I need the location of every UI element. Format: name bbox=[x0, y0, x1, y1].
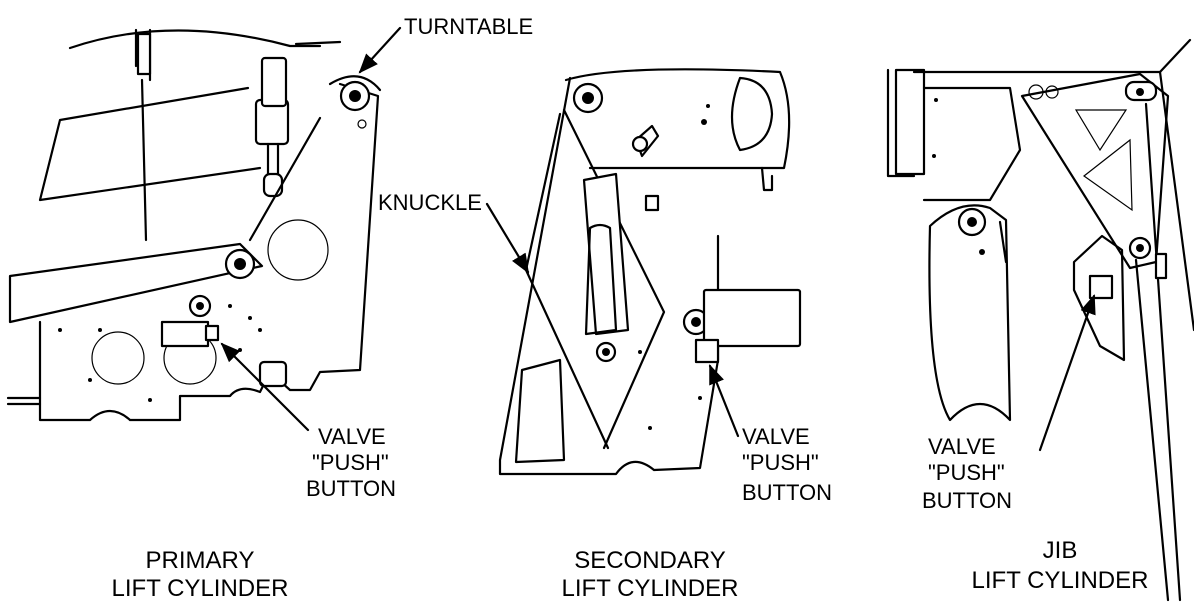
secondary-valve-label-line2: "PUSH" bbox=[742, 450, 819, 475]
primary-caption-line1: PRIMARY bbox=[146, 547, 255, 574]
turntable-callout: TURNTABLE bbox=[358, 14, 533, 74]
secondary-valve-callout: VALVE "PUSH" BUTTON bbox=[708, 364, 832, 505]
knuckle-callout: KNUCKLE bbox=[378, 190, 530, 274]
knuckle-label: KNUCKLE bbox=[378, 190, 482, 215]
secondary-valve-label-line1: VALVE bbox=[742, 424, 810, 449]
primary-caption: PRIMARY LIFT CYLINDER bbox=[112, 547, 289, 602]
primary-valve-callout: VALVE "PUSH" BUTTON bbox=[220, 342, 396, 501]
jib-caption-line2: LIFT CYLINDER bbox=[972, 567, 1149, 594]
secondary-valve-label-line3: BUTTON bbox=[742, 480, 832, 505]
secondary-caption-line1: SECONDARY bbox=[574, 547, 726, 574]
secondary-caption: SECONDARY LIFT CYLINDER bbox=[562, 547, 739, 602]
jib-valve-callout: VALVE "PUSH" BUTTON bbox=[922, 294, 1096, 513]
primary-valve-label-line1: VALVE bbox=[318, 424, 386, 449]
jib-panel-drawing bbox=[886, 38, 1194, 602]
jib-valve-label-line3: BUTTON bbox=[922, 488, 1012, 513]
jib-valve-label-line1: VALVE bbox=[928, 434, 996, 459]
primary-panel-drawing bbox=[6, 28, 382, 422]
jib-caption-line1: JIB bbox=[1043, 537, 1078, 564]
jib-valve-label-line2: "PUSH" bbox=[928, 460, 1005, 485]
primary-valve-label-line2: "PUSH" bbox=[312, 450, 389, 475]
secondary-caption-line2: LIFT CYLINDER bbox=[562, 575, 739, 602]
turntable-label: TURNTABLE bbox=[404, 14, 533, 39]
jib-caption: JIB LIFT CYLINDER bbox=[972, 537, 1149, 594]
primary-valve-label-line3: BUTTON bbox=[306, 476, 396, 501]
primary-caption-line2: LIFT CYLINDER bbox=[112, 575, 289, 602]
secondary-panel-drawing bbox=[498, 68, 802, 476]
